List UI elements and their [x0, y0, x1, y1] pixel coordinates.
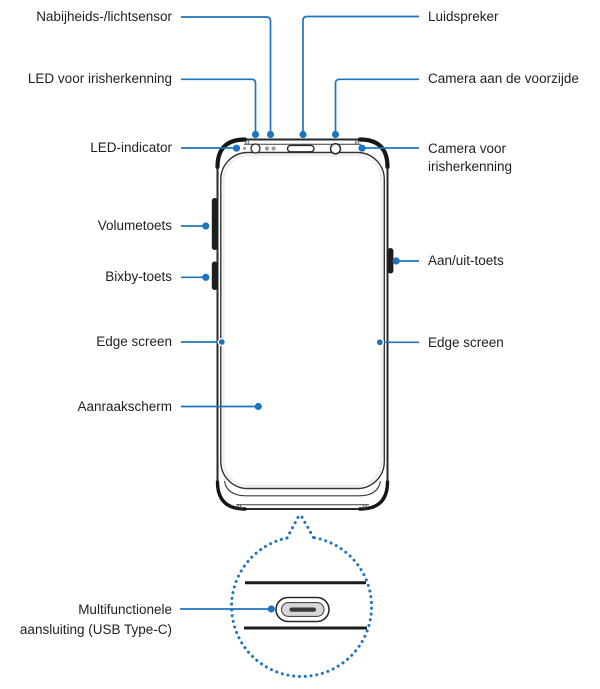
top-right-corner — [357, 137, 390, 170]
label-edge-screen-left: Edge screen — [96, 334, 172, 349]
volume-button-icon — [211, 198, 218, 250]
power-button-icon — [387, 248, 394, 274]
label-edge-screen-right: Edge screen — [428, 334, 504, 350]
label-multifunctionele-aansluiting: Multifunctionele aansluiting (USB Type-C… — [19, 602, 172, 637]
antenna-notches — [237, 139, 367, 510]
top-left-corner — [215, 137, 248, 170]
callout-lines — [180, 15, 419, 610]
iris-led-icon — [250, 143, 261, 154]
bixby-button-icon — [211, 261, 218, 290]
label-luidspreker: Luidspreker — [428, 8, 499, 24]
label-camera-irisherkenning: Camera voor irisherkenning — [428, 140, 513, 174]
label-led-voor-irisherkenning: LED voor irisherkenning — [27, 71, 172, 86]
screen-edge-shading — [222, 154, 383, 487]
label-camera-voorzijde: Camera aan de voorzijde — [428, 71, 579, 86]
magnifier-dotted-circle-icon — [230, 513, 374, 678]
callout-line-front-camera — [334, 78, 419, 131]
front-camera-icon — [329, 143, 342, 155]
phone-body — [211, 137, 394, 511]
touchscreen — [220, 151, 386, 490]
speaker-icon — [286, 144, 315, 153]
callout-line-proximity-sensor — [181, 16, 272, 131]
bottom-right-corner — [358, 480, 390, 511]
label-aanraakscherm: Aanraakscherm — [77, 398, 172, 414]
label-bixby-toets: Bixby-toets — [105, 269, 172, 284]
usb-type-c-port-icon — [275, 596, 330, 623]
callout-line-iris-led — [181, 78, 257, 131]
label-nabijheids-lichtsensor: Nabijheids-/lichtsensor — [36, 8, 172, 24]
callout-dots — [202, 130, 400, 613]
callout-line-speaker — [302, 15, 419, 131]
proximity-light-sensor-icon — [264, 146, 276, 151]
label-volumetoets: Volumetoets — [97, 218, 172, 233]
led-indicator-icon — [242, 146, 247, 150]
label-led-indicator: LED-indicator — [90, 140, 172, 155]
label-aan-uit-toets: Aan/uit-toets — [428, 253, 504, 268]
